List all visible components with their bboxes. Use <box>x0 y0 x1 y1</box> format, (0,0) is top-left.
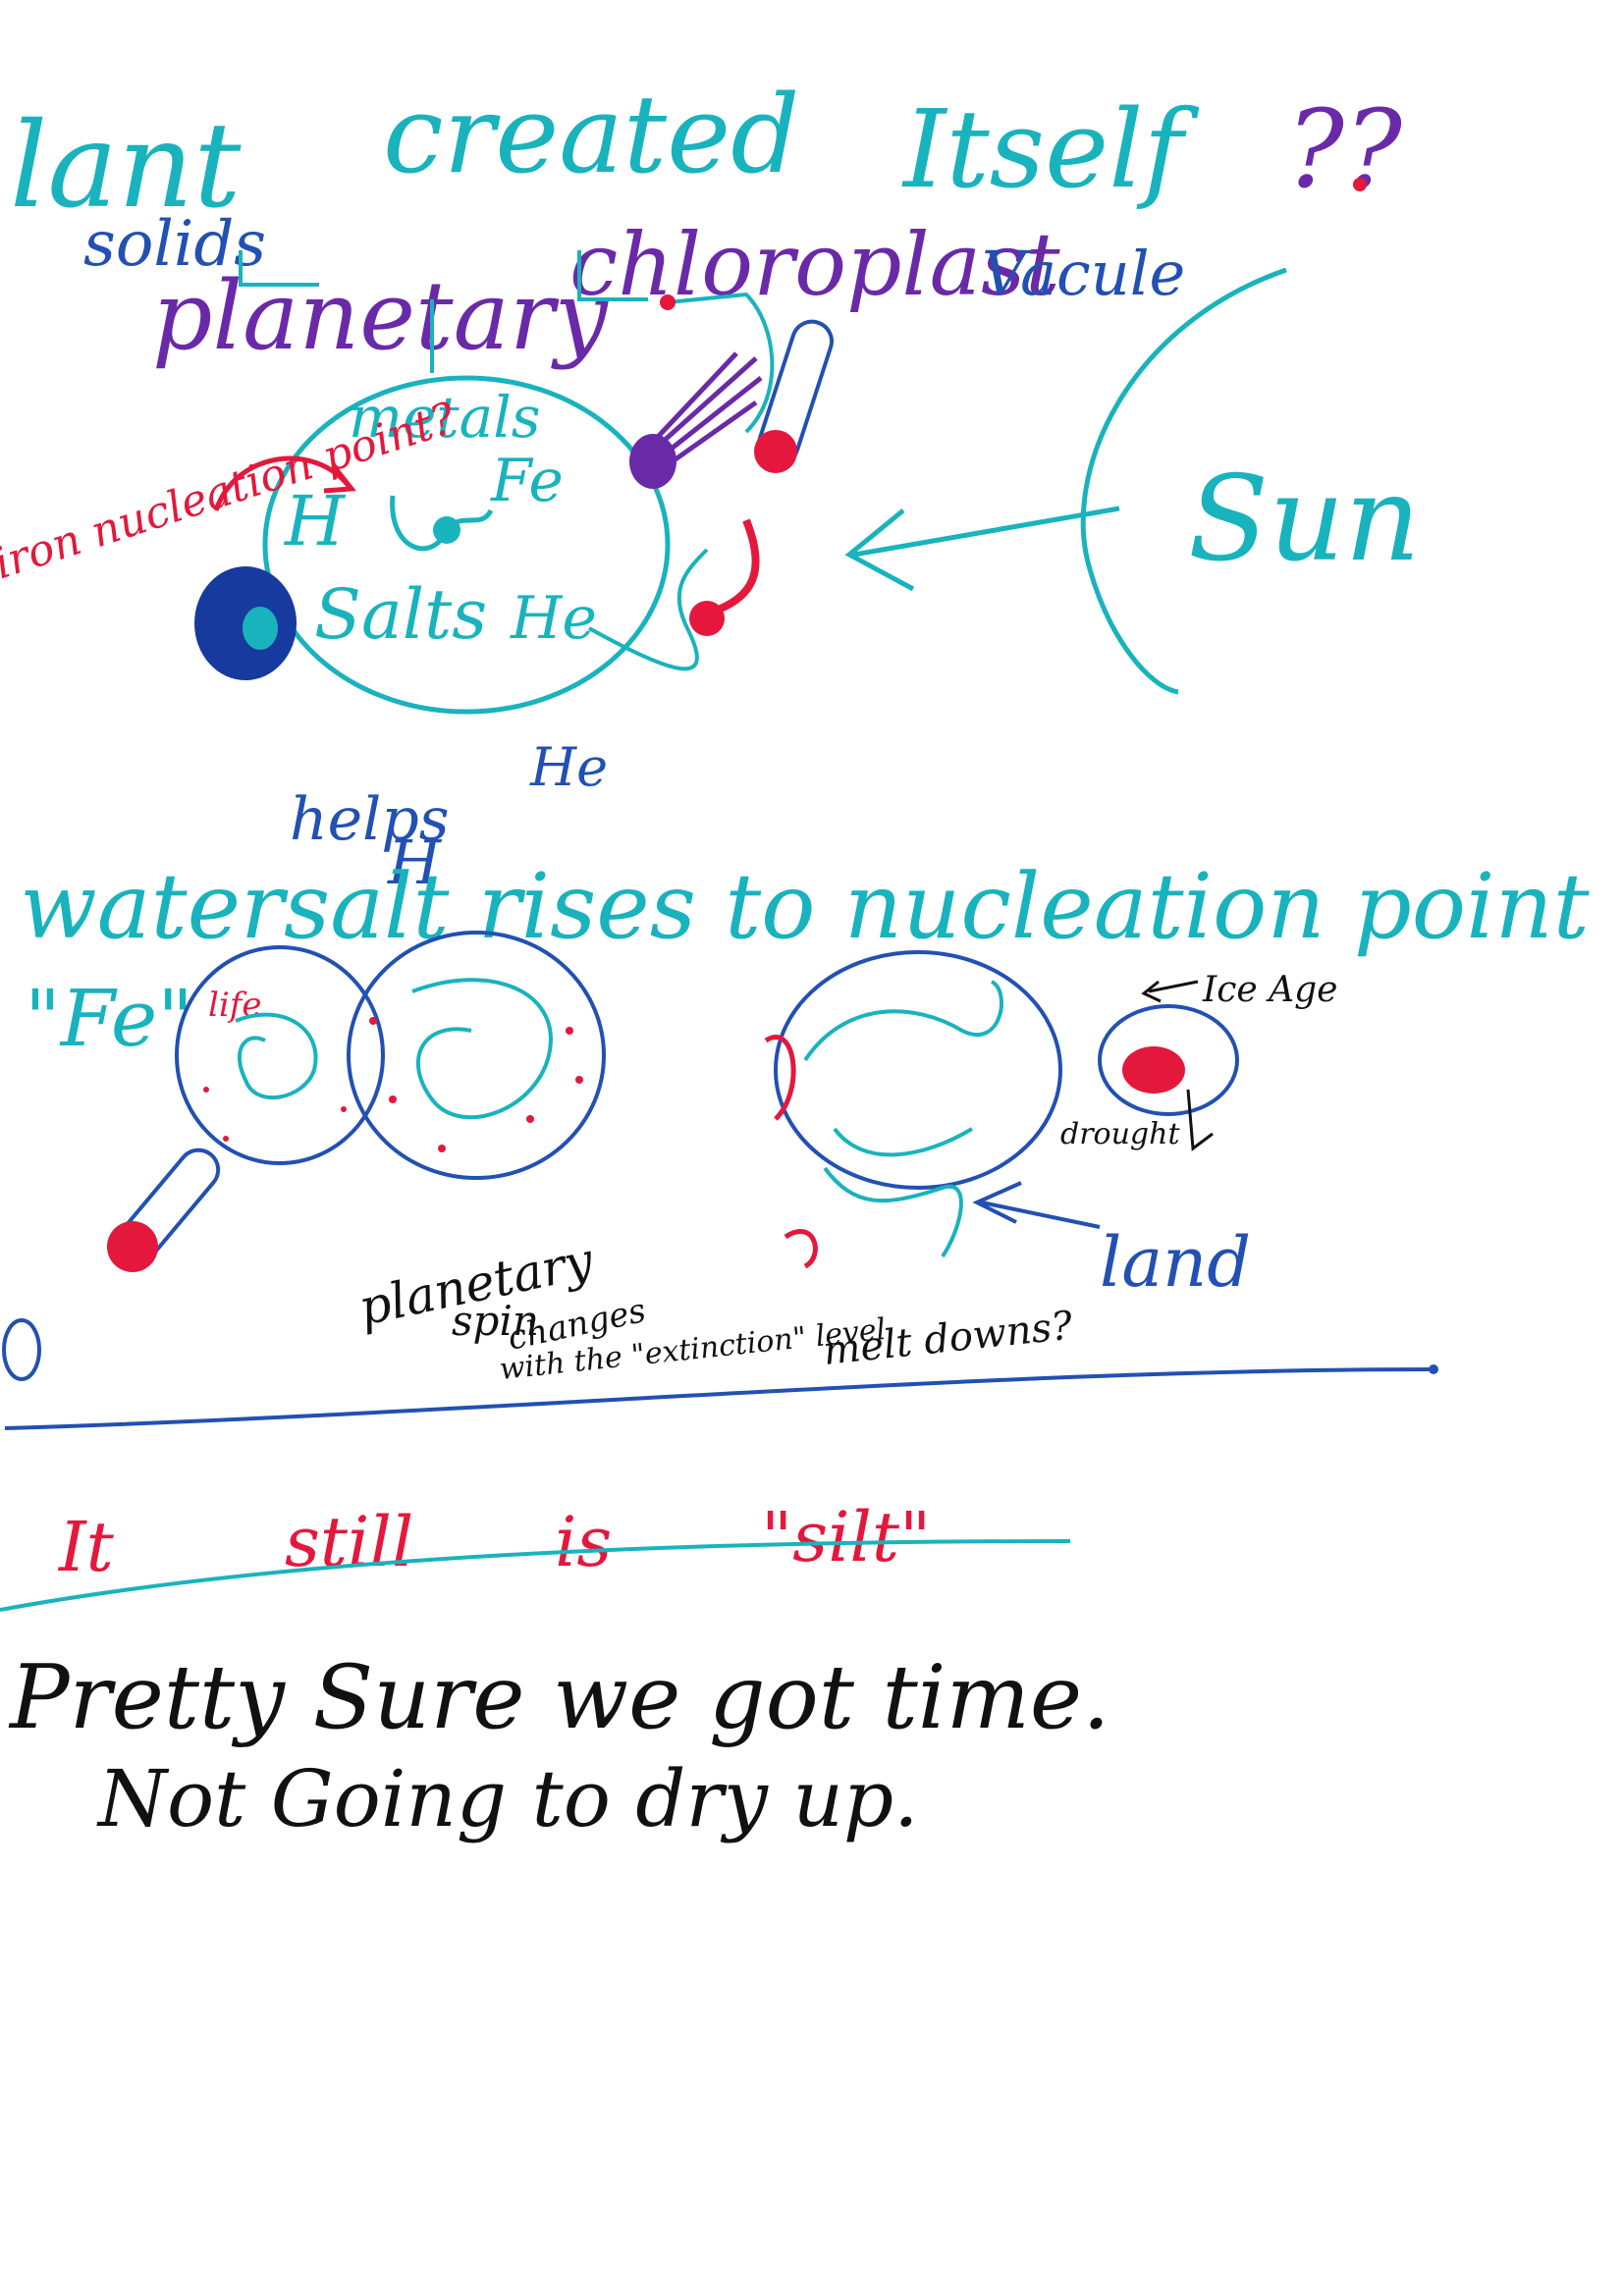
land-mass <box>823 1166 963 1258</box>
title-word-created: created <box>383 72 800 197</box>
ice-age-arrow <box>1141 980 1199 1003</box>
cell-right-dots <box>203 1017 583 1152</box>
earth-circle <box>774 950 1062 1190</box>
nucleation-arrow <box>213 455 356 511</box>
question-dot-red <box>1353 178 1367 191</box>
cell-right <box>347 931 606 1180</box>
comet-purple <box>629 351 763 489</box>
comet-red-upper <box>754 319 834 473</box>
connector-chloroplast <box>667 292 775 434</box>
land-arrow <box>972 1181 1101 1229</box>
connector-line <box>239 250 648 373</box>
label-helps: helps <box>290 785 450 854</box>
sun-arrow <box>844 506 1120 592</box>
closing-line2: Not Going to dry up. <box>96 1753 919 1844</box>
cell-left-squiggle <box>235 1012 318 1099</box>
nucleation-blob-core <box>243 607 278 650</box>
spin-line2: spin <box>452 1297 539 1345</box>
earth-creature <box>764 1035 818 1269</box>
chloroplast-dot <box>660 294 676 310</box>
label-h: H <box>283 481 347 561</box>
label-he: He <box>510 584 597 653</box>
label-chloroplast: chloroplast <box>569 214 1060 315</box>
silt-underline <box>0 1539 1071 1612</box>
ice-age-red <box>1122 1046 1185 1094</box>
label-planetary: planetary <box>152 261 610 371</box>
title-question-marks: ?? <box>1286 86 1403 212</box>
label-fe: Fe <box>490 447 564 515</box>
label-sun: Sun <box>1188 452 1421 588</box>
label-solids: solids <box>83 208 266 281</box>
comet-red-lower <box>689 518 760 636</box>
label-land: land <box>1100 1222 1251 1303</box>
cell-right-squiggle <box>411 978 553 1120</box>
sun-arc <box>1080 267 1287 695</box>
label-salts: Salts <box>314 574 487 655</box>
label-fe-quote: "Fe" <box>25 973 193 1064</box>
closing-line1: Pretty Sure we got time. <box>8 1646 1110 1749</box>
title-word-itself: Itself <box>901 86 1199 212</box>
core-swirl <box>390 495 494 552</box>
label-drought: drought <box>1060 1117 1180 1151</box>
ice-age-loop <box>1098 1004 1239 1116</box>
cell-left <box>175 945 385 1165</box>
divider-line <box>4 1367 1434 1430</box>
label-ice-age: Ice Age <box>1202 970 1337 1010</box>
label-h2: H <box>387 827 443 898</box>
label-iron-nucleation: iron nucleation point? <box>0 393 461 589</box>
label-metals: metals <box>349 384 541 451</box>
title-word-lant: lant <box>10 98 242 235</box>
margin-zero <box>2 1318 41 1381</box>
label-water-rises: watersalt rises to nucleation point <box>20 854 1591 959</box>
label-he2: He <box>529 736 608 798</box>
comet-lower-left <box>107 1148 221 1272</box>
drought-arrow <box>1186 1089 1214 1151</box>
silt-word-is: is <box>555 1502 612 1582</box>
earth-water <box>803 980 1003 1157</box>
orbit-tail <box>588 548 709 671</box>
silt-word-it: It <box>57 1507 115 1587</box>
silt-word-silt: "silt" <box>761 1497 931 1577</box>
planet-circle <box>262 375 671 715</box>
label-vacule: Vacule <box>982 238 1185 309</box>
spin-line5: melt downs? <box>821 1304 1075 1374</box>
label-life: life <box>208 986 261 1025</box>
divider-dot <box>1429 1364 1438 1374</box>
